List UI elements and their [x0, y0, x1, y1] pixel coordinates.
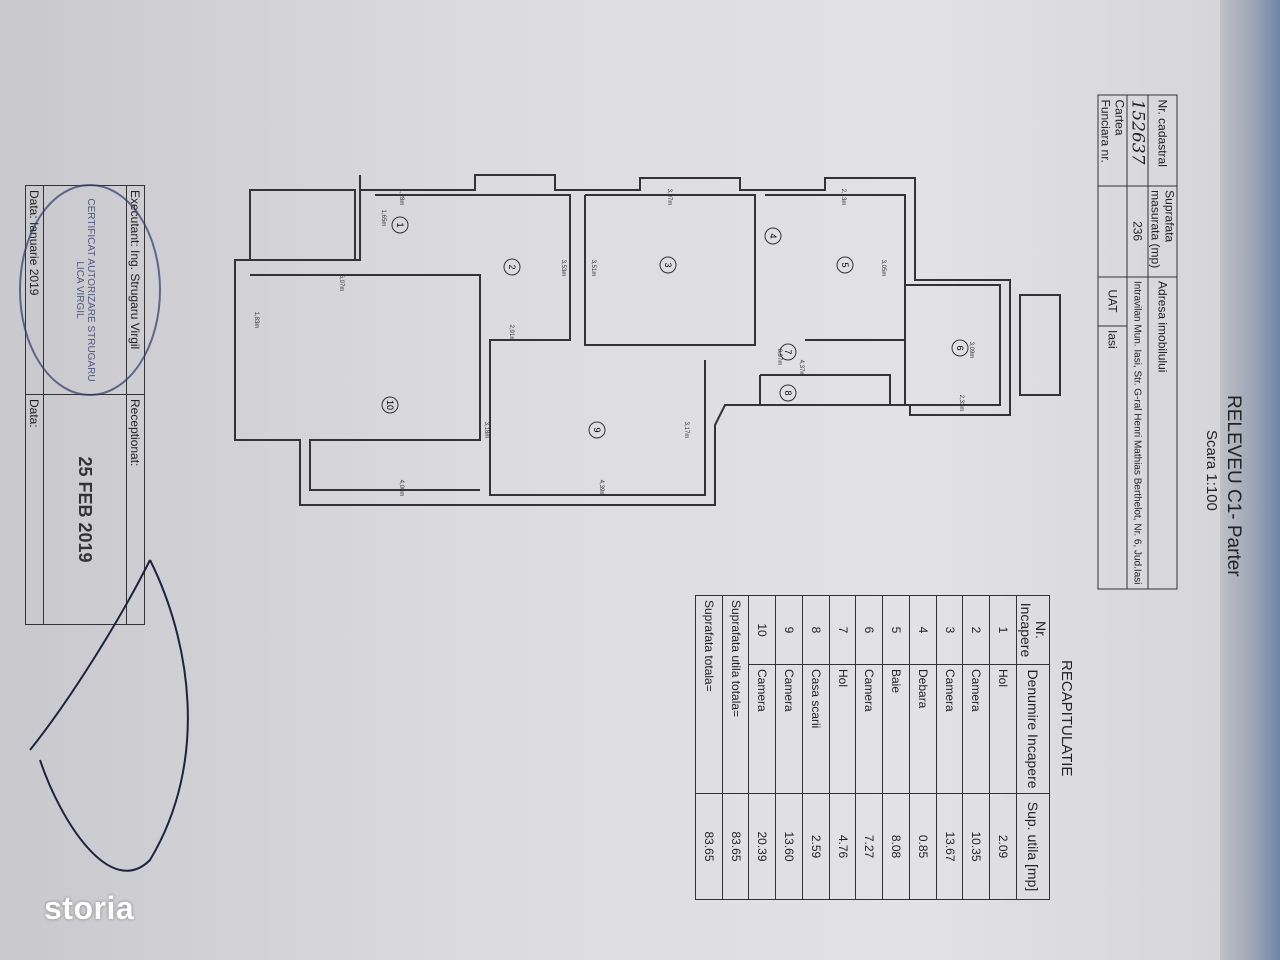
room-marker: 3 [659, 256, 677, 274]
room-number: 2 [507, 264, 517, 269]
outer-wall [234, 174, 1011, 506]
room-number: 8 [783, 390, 793, 395]
dimension-label: 3,09m [968, 342, 974, 359]
exterior-stairs [1019, 294, 1061, 396]
room-number: 9 [592, 427, 602, 432]
room-marker: 8 [779, 384, 797, 402]
room-number: 7 [783, 349, 793, 354]
room-circle [391, 216, 409, 234]
room-marker: 5 [836, 256, 854, 274]
dimension-label: 1,28m [398, 189, 404, 206]
room-number: 6 [955, 345, 965, 350]
storia-watermark: storia [44, 890, 135, 926]
inner-wall [759, 374, 891, 406]
dimension-label: 6,07m [338, 275, 344, 292]
room-marker: 9 [588, 421, 606, 439]
room-marker: 7 [779, 343, 797, 361]
exterior-stairs [249, 189, 356, 261]
dimension-label: 1,65m [380, 210, 386, 227]
dimension-label: 3,05m [880, 260, 886, 277]
dimension-label: 3,53m [560, 260, 566, 277]
room-number: 3 [663, 262, 673, 267]
room-circle [764, 227, 782, 245]
dimension-label: 3,17m [683, 422, 689, 439]
dimension-label: 4,37m [798, 360, 804, 377]
signature-stroke [29, 559, 189, 872]
dimension-label: 3,18m [483, 422, 489, 439]
room-marker: 2 [503, 258, 521, 276]
room-number: 4 [768, 233, 778, 238]
dimension-label: 2,33m [958, 395, 964, 412]
room-number: 5 [840, 262, 850, 267]
room-marker: 4 [764, 227, 782, 245]
document-paper [0, 0, 1225, 960]
room-marker: 1 [391, 216, 409, 234]
dimension-label: 4,39m [598, 480, 604, 497]
room-marker: 6 [951, 339, 969, 357]
background-edge [1220, 0, 1280, 960]
room-circle [503, 258, 521, 276]
room-circle [951, 339, 969, 357]
dimension-label: 2,13m [840, 189, 846, 206]
inner-wall [584, 194, 756, 346]
document-scale: Scara 1:100 [1203, 430, 1220, 511]
dimension-label: 1,83m [253, 312, 259, 329]
dimension-label: 0,97m [776, 349, 782, 366]
dimension-label: 3,51m [590, 260, 596, 277]
inner-wall [375, 194, 706, 496]
inner-wall [250, 274, 481, 491]
dimension-label: 2,91m [508, 325, 514, 342]
recap-title: RECAPITULATIE [1058, 660, 1075, 777]
room-circle [836, 256, 854, 274]
room-number: 1 [395, 222, 405, 227]
document-title: RELEVEU C1- Parter [1223, 395, 1244, 577]
room-number: 10 [385, 400, 395, 410]
room-circle [381, 396, 399, 414]
room-circle [588, 421, 606, 439]
room-circle [779, 343, 797, 361]
inner-wall [765, 194, 906, 341]
room-circle [659, 256, 677, 274]
inner-wall [904, 284, 1001, 406]
room-circle [779, 384, 797, 402]
dimension-label: 3,97m [666, 189, 672, 206]
dimension-label: 4,00m [398, 480, 404, 497]
stamp-circle [19, 184, 161, 396]
room-marker: 10 [381, 396, 399, 414]
